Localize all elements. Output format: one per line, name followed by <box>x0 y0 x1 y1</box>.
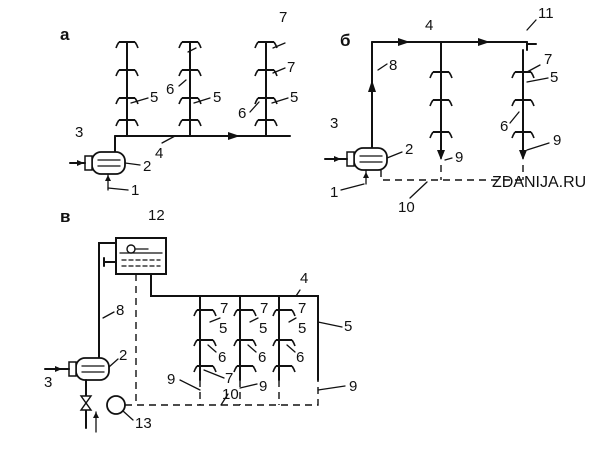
section-label-v: в <box>60 207 70 226</box>
label-4: 4 <box>425 17 433 34</box>
label-8: 8 <box>389 57 397 74</box>
label-7: 7 <box>298 300 306 317</box>
float-valve-icon <box>126 244 136 254</box>
water-tank-icon <box>115 237 167 275</box>
label-7: 7 <box>225 370 233 387</box>
label-6: 6 <box>500 118 508 135</box>
gate-valve-icon <box>79 395 93 405</box>
flow-arrow-a <box>228 132 240 140</box>
label-10: 10 <box>222 386 239 403</box>
tap-icon <box>233 365 257 373</box>
label-6: 6 <box>296 349 304 366</box>
label-7: 7 <box>544 51 552 68</box>
label-3: 3 <box>330 115 338 132</box>
riser-8-v <box>98 242 117 359</box>
scheme-v: в <box>44 207 357 433</box>
label-6: 6 <box>218 349 226 366</box>
label-9: 9 <box>455 149 463 166</box>
tap-icon <box>272 365 296 373</box>
label-5: 5 <box>290 89 298 106</box>
tap-icon <box>272 339 296 347</box>
section-label-b: б <box>340 31 351 50</box>
label-9: 9 <box>349 378 357 395</box>
label-6: 6 <box>166 81 174 98</box>
label-5: 5 <box>150 89 158 106</box>
return-line-v <box>125 380 319 406</box>
label-5: 5 <box>259 320 267 337</box>
section-label-a: а <box>60 25 70 44</box>
tap-icon <box>193 309 217 317</box>
label-6: 6 <box>238 105 246 122</box>
label-6: 6 <box>258 349 266 366</box>
label-8: 8 <box>116 302 124 319</box>
return-line-b <box>380 170 527 181</box>
label-9: 9 <box>167 371 175 388</box>
tap-icon <box>193 339 217 347</box>
label-5: 5 <box>298 320 306 337</box>
label-7: 7 <box>220 300 228 317</box>
pump-icon <box>91 151 126 175</box>
label-7: 7 <box>287 59 295 76</box>
pump-icon <box>353 147 388 171</box>
label-4: 4 <box>155 145 163 162</box>
label-4: 4 <box>300 270 308 287</box>
label-7: 7 <box>279 9 287 26</box>
label-10: 10 <box>398 199 415 216</box>
scheme-a: а <box>60 9 298 199</box>
pump-icon <box>75 357 110 381</box>
label-3: 3 <box>75 124 83 141</box>
pump-inlet-icon <box>68 361 77 377</box>
label-5: 5 <box>219 320 227 337</box>
label-5: 5 <box>550 69 558 86</box>
label-5: 5 <box>213 89 221 106</box>
label-1: 1 <box>330 184 338 201</box>
label-5: 5 <box>344 318 352 335</box>
tap-icon <box>233 309 257 317</box>
scheme-b: б <box>324 5 586 216</box>
label-1: 1 <box>131 182 139 199</box>
label-2: 2 <box>119 347 127 364</box>
distribution-pipe-v <box>150 273 319 381</box>
tap-icon <box>272 309 296 317</box>
pump-inlet-icon <box>84 155 93 171</box>
label-2: 2 <box>405 141 413 158</box>
label-9: 9 <box>259 378 267 395</box>
pump-inlet-icon <box>346 151 355 167</box>
watermark: ZDANIJA.RU <box>492 174 586 191</box>
drain-tank-icon <box>106 395 126 415</box>
label-12: 12 <box>148 207 165 224</box>
label-11: 11 <box>538 5 554 22</box>
label-2: 2 <box>143 158 151 175</box>
label-9: 9 <box>553 132 561 149</box>
tap-icon <box>233 339 257 347</box>
label-13: 13 <box>135 415 152 432</box>
label-3: 3 <box>44 374 52 391</box>
label-7: 7 <box>260 300 268 317</box>
